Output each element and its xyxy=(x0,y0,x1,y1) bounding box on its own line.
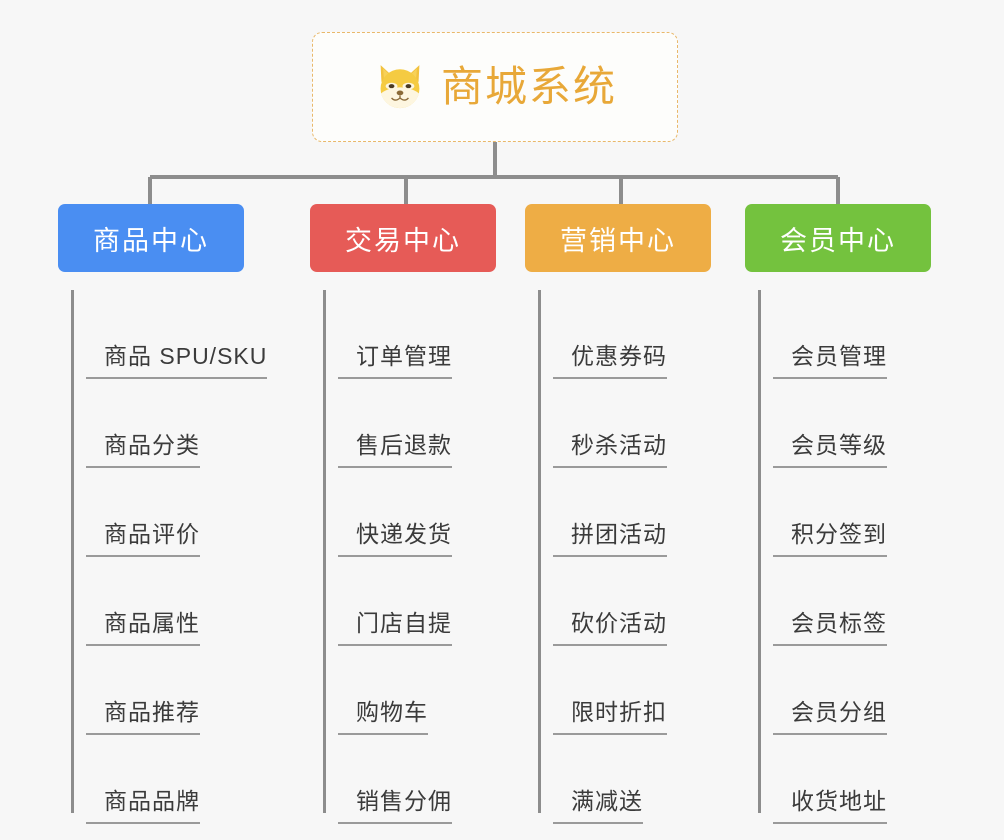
leaf-item[interactable]: 商品属性 xyxy=(72,557,258,646)
category-label: 商品中心 xyxy=(93,225,209,256)
leaf-label: 限时折扣 xyxy=(553,693,667,735)
leaf-label: 收货地址 xyxy=(773,782,887,824)
category-box-trade-center[interactable]: 交易中心 xyxy=(310,204,496,272)
branch-column-product-center: 商品中心 商品 SPU/SKU 商品分类 商品评价 商品属性 商品推荐 商品品牌 xyxy=(58,204,268,824)
leaf-item[interactable]: 拼团活动 xyxy=(539,468,725,557)
leaf-list-trade-center: 订单管理 售后退款 快递发货 门店自提 购物车 销售分佣 xyxy=(310,290,510,824)
leaf-list-product-center: 商品 SPU/SKU 商品分类 商品评价 商品属性 商品推荐 商品品牌 xyxy=(58,290,268,824)
leaf-label: 商品分类 xyxy=(86,426,200,468)
leaf-item[interactable]: 秒杀活动 xyxy=(539,379,725,468)
leaf-item[interactable]: 砍价活动 xyxy=(539,557,725,646)
shiba-dog-face-icon xyxy=(380,65,420,110)
leaf-item[interactable]: 订单管理 xyxy=(324,290,510,379)
leaf-item[interactable]: 售后退款 xyxy=(324,379,510,468)
root-node[interactable]: 商城系统 xyxy=(312,32,678,142)
leaf-item[interactable]: 商品分类 xyxy=(72,379,258,468)
leaf-label: 售后退款 xyxy=(338,426,452,468)
leaf-item[interactable]: 会员等级 xyxy=(759,379,945,468)
leaf-label: 购物车 xyxy=(338,693,428,735)
leaf-label: 销售分佣 xyxy=(338,782,452,824)
category-label: 营销中心 xyxy=(560,225,676,256)
leaf-label: 满减送 xyxy=(553,782,643,824)
branch-column-member-center: 会员中心 会员管理 会员等级 积分签到 会员标签 会员分组 收货地址 xyxy=(745,204,945,824)
leaf-item[interactable]: 限时折扣 xyxy=(539,646,725,735)
leaf-item[interactable]: 商品推荐 xyxy=(72,646,258,735)
leaf-label: 商品属性 xyxy=(86,604,200,646)
leaf-label: 商品品牌 xyxy=(86,782,200,824)
leaf-item[interactable]: 会员分组 xyxy=(759,646,945,735)
leaf-label: 会员标签 xyxy=(773,604,887,646)
category-box-marketing-center[interactable]: 营销中心 xyxy=(525,204,711,272)
leaf-label: 秒杀活动 xyxy=(553,426,667,468)
leaf-list-marketing-center: 优惠券码 秒杀活动 拼团活动 砍价活动 限时折扣 满减送 xyxy=(525,290,725,824)
leaf-item[interactable]: 优惠券码 xyxy=(539,290,725,379)
leaf-item[interactable]: 购物车 xyxy=(324,646,510,735)
leaf-label: 商品 SPU/SKU xyxy=(86,337,268,379)
leaf-label: 订单管理 xyxy=(338,337,452,379)
leaf-list-member-center: 会员管理 会员等级 积分签到 会员标签 会员分组 收货地址 xyxy=(745,290,945,824)
leaf-item[interactable]: 商品评价 xyxy=(72,468,258,557)
leaf-label: 会员分组 xyxy=(773,693,887,735)
leaf-item[interactable]: 门店自提 xyxy=(324,557,510,646)
leaf-item[interactable]: 商品 SPU/SKU xyxy=(72,290,268,379)
category-box-member-center[interactable]: 会员中心 xyxy=(745,204,931,272)
leaf-item[interactable]: 会员标签 xyxy=(759,557,945,646)
branch-column-marketing-center: 营销中心 优惠券码 秒杀活动 拼团活动 砍价活动 限时折扣 满减送 xyxy=(525,204,725,824)
category-box-product-center[interactable]: 商品中心 xyxy=(58,204,244,272)
leaf-item[interactable]: 满减送 xyxy=(539,735,725,824)
leaf-label: 门店自提 xyxy=(338,604,452,646)
leaf-item[interactable]: 积分签到 xyxy=(759,468,945,557)
leaf-label: 积分签到 xyxy=(773,515,887,557)
leaf-label: 商品评价 xyxy=(86,515,200,557)
leaf-label: 会员等级 xyxy=(773,426,887,468)
leaf-item[interactable]: 快递发货 xyxy=(324,468,510,557)
category-label: 会员中心 xyxy=(780,225,896,256)
branch-column-trade-center: 交易中心 订单管理 售后退款 快递发货 门店自提 购物车 销售分佣 xyxy=(310,204,510,824)
leaf-item[interactable]: 收货地址 xyxy=(759,735,945,824)
root-title: 商城系统 xyxy=(440,63,617,110)
leaf-label: 砍价活动 xyxy=(553,604,667,646)
category-label: 交易中心 xyxy=(345,225,461,256)
leaf-label: 优惠券码 xyxy=(553,337,667,379)
leaf-label: 商品推荐 xyxy=(86,693,200,735)
leaf-item[interactable]: 商品品牌 xyxy=(72,735,258,824)
leaf-item[interactable]: 会员管理 xyxy=(759,290,945,379)
leaf-item[interactable]: 销售分佣 xyxy=(324,735,510,824)
leaf-label: 会员管理 xyxy=(773,337,887,379)
leaf-label: 快递发货 xyxy=(338,515,452,557)
leaf-label: 拼团活动 xyxy=(553,515,667,557)
